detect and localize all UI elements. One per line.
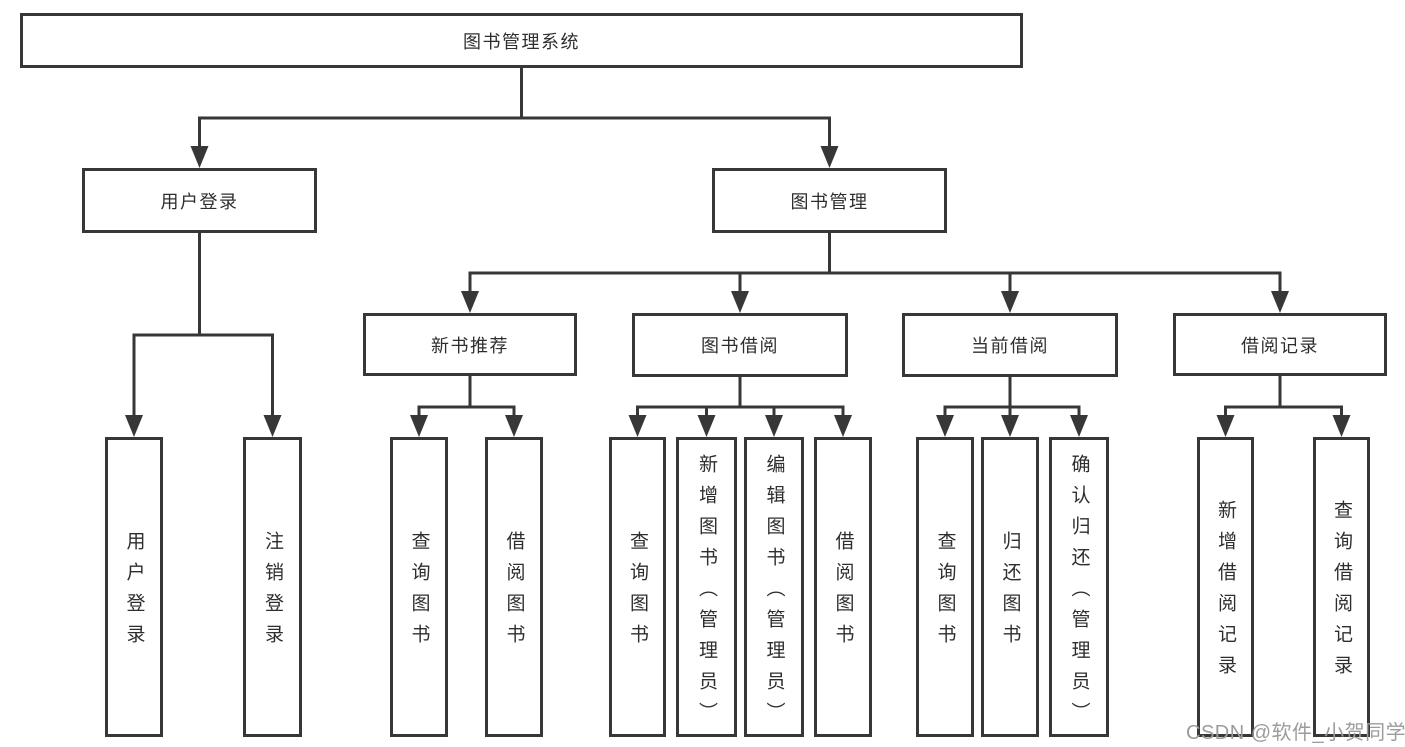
node-label: 新增借阅记录 [1215, 500, 1236, 686]
node-label: 查询图书 [627, 531, 648, 655]
leaf-recommend-query-books: 查询图书 [390, 437, 448, 737]
arrow-down-icon [936, 415, 954, 437]
node-label: 借阅图书 [503, 531, 525, 655]
leaf-records-query-record: 查询借阅记录 [1313, 437, 1370, 737]
leaf-current-confirm-return-admin: 确认归还（管理员） [1049, 437, 1109, 737]
node-book-borrowing: 图书借阅 [632, 313, 848, 377]
leaf-borrowing-edit-books-admin: 编辑图书（管理员） [744, 437, 804, 737]
node-label: 归还图书 [999, 531, 1021, 655]
node-label: 图书管理 [790, 191, 869, 212]
connector-borrowing-branch [636, 405, 845, 418]
connector-root-branch [198, 116, 831, 149]
connector-newbook-branch [417, 405, 516, 418]
node-user-login-module: 用户登录 [82, 168, 317, 233]
arrow-down-icon [697, 415, 716, 437]
node-label: 注销登录 [262, 531, 283, 655]
arrow-down-icon [410, 415, 428, 437]
arrow-down-icon [628, 415, 647, 437]
arrow-down-icon [1216, 415, 1235, 437]
node-book-management-module: 图书管理 [712, 168, 947, 233]
node-label: 查询借阅记录 [1331, 500, 1352, 686]
arrow-down-icon [1332, 415, 1351, 437]
node-library-management-system: 图书管理系统 [20, 13, 1023, 68]
arrow-down-icon [731, 291, 749, 313]
node-current-borrowing: 当前借阅 [902, 313, 1118, 377]
leaf-records-add-record: 新增借阅记录 [1197, 437, 1254, 737]
node-label: 查询图书 [934, 531, 956, 655]
node-label: 新增图书（管理员） [696, 453, 717, 733]
leaf-current-query-books: 查询图书 [916, 437, 974, 737]
leaf-user-login: 用户登录 [105, 437, 163, 737]
leaf-borrowing-borrow-books: 借阅图书 [814, 437, 872, 737]
node-new-book-recommend: 新书推荐 [363, 313, 577, 376]
arrow-down-icon [834, 415, 852, 437]
arrow-down-icon [505, 415, 523, 437]
arrow-down-icon [263, 415, 282, 437]
node-label: 图书借阅 [701, 336, 779, 356]
leaf-recommend-borrow-books: 借阅图书 [485, 437, 543, 737]
node-label: 新书推荐 [431, 335, 509, 356]
arrow-down-icon [1070, 415, 1088, 437]
node-label: 确认归还（管理员） [1068, 453, 1090, 733]
node-label: 图书管理系统 [463, 31, 580, 52]
arrow-down-icon [461, 291, 479, 313]
leaf-current-return-books: 归还图书 [981, 437, 1039, 737]
arrow-down-icon [1001, 291, 1019, 313]
node-label: 借阅图书 [832, 531, 854, 655]
node-label: 用户登录 [123, 531, 145, 655]
connector-bookmgmt-branch [468, 271, 1282, 294]
leaf-borrowing-add-books-admin: 新增图书（管理员） [676, 437, 737, 737]
arrow-down-icon [125, 415, 143, 437]
node-label: 编辑图书（管理员） [763, 453, 785, 733]
arrow-down-icon [1271, 291, 1289, 313]
connector-records-branch [1224, 405, 1343, 418]
leaf-logout-login: 注销登录 [243, 437, 302, 737]
arrow-down-icon [765, 415, 783, 437]
node-label: 借阅记录 [1241, 335, 1319, 356]
node-label: 查询图书 [408, 531, 430, 655]
arrow-down-icon [190, 146, 209, 168]
connector-current-branch [943, 405, 1081, 418]
node-borrow-records: 借阅记录 [1173, 313, 1387, 376]
node-label: 用户登录 [160, 191, 239, 212]
leaf-borrowing-query-books: 查询图书 [609, 437, 666, 737]
arrow-down-icon [820, 146, 839, 168]
node-label: 当前借阅 [971, 336, 1049, 356]
csdn-watermark: CSDN @软件_小贺同学 [1186, 722, 1405, 744]
arrow-down-icon [1001, 415, 1019, 437]
connector-userlogin-branch [132, 333, 274, 418]
